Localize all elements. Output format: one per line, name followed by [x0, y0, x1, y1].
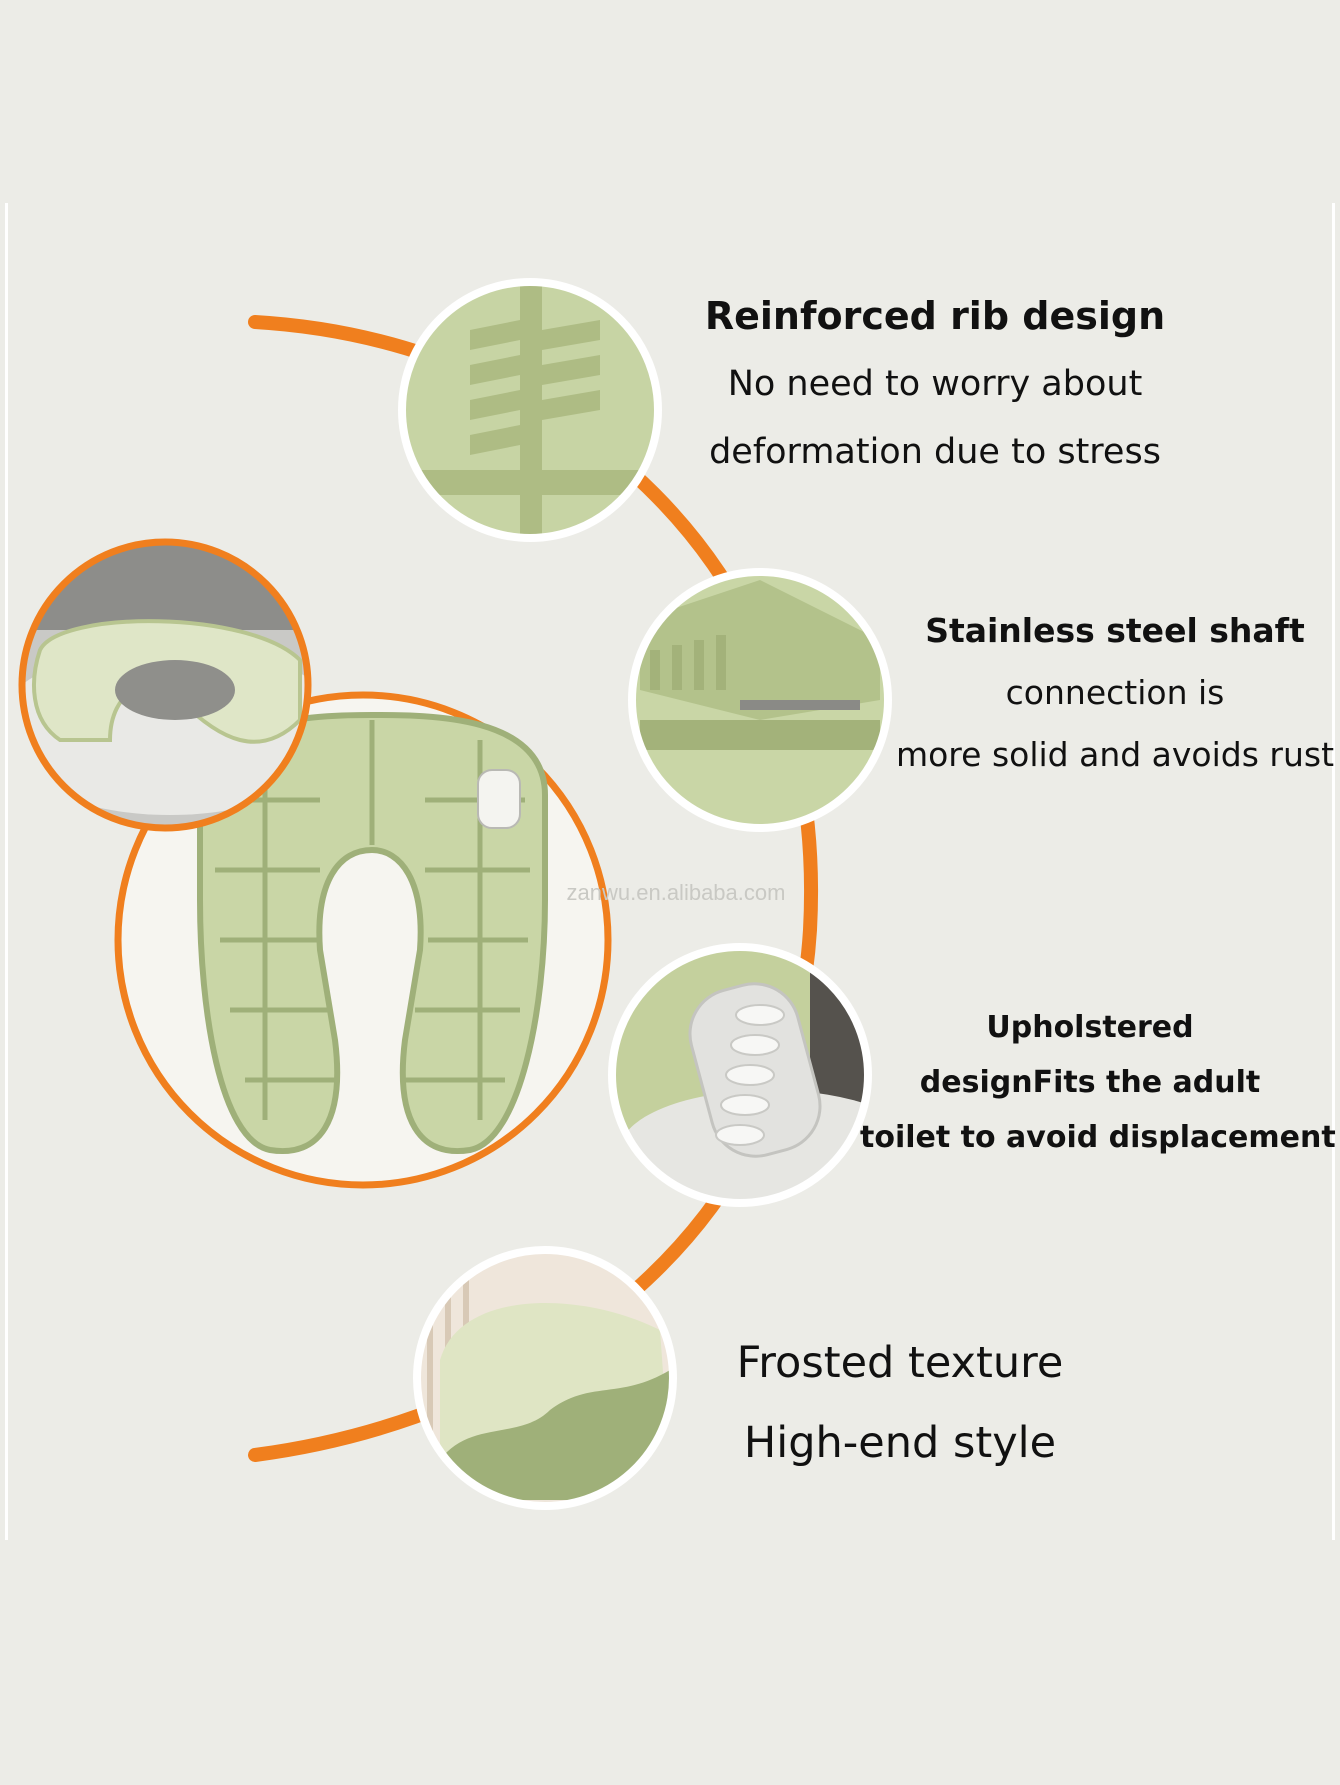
main-product-circle	[114, 691, 612, 1189]
rib-detail-circle	[398, 278, 662, 542]
feature-title: Reinforced rib design	[704, 294, 1166, 338]
shaft-detail-circle	[628, 568, 892, 832]
feature-line: more solid and avoids rust	[895, 735, 1335, 774]
feature-line: connection is	[1005, 673, 1225, 712]
right-frame-line	[1332, 203, 1335, 1540]
feature-upholstered-text: Upholstered designFits the adult toilet …	[860, 1000, 1336, 1165]
feature-frosted-text: Frosted texture High-end style	[680, 1323, 1120, 1483]
watermark-text: zanwu.en.alibaba.com	[566, 880, 786, 905]
feature-rib-text: Reinforced rib design No need to worry a…	[680, 282, 1190, 486]
feature-line: High-end style	[743, 1418, 1057, 1468]
feature-title: Stainless steel shaft	[925, 611, 1305, 650]
feature-line: deformation due to stress	[709, 432, 1161, 472]
upholstered-detail-circle	[608, 943, 872, 1207]
feature-line: designFits the adult	[919, 1065, 1261, 1100]
feature-shaft-text: Stainless steel shaft connection is more…	[880, 600, 1340, 786]
feature-title: Frosted texture	[736, 1338, 1064, 1388]
feature-line: No need to worry about	[727, 364, 1143, 404]
feature-line: toilet to avoid displacement	[860, 1120, 1336, 1155]
feature-title: Upholstered	[986, 1010, 1194, 1045]
left-frame-line	[5, 203, 8, 1540]
frosted-texture-circle	[413, 1246, 677, 1510]
